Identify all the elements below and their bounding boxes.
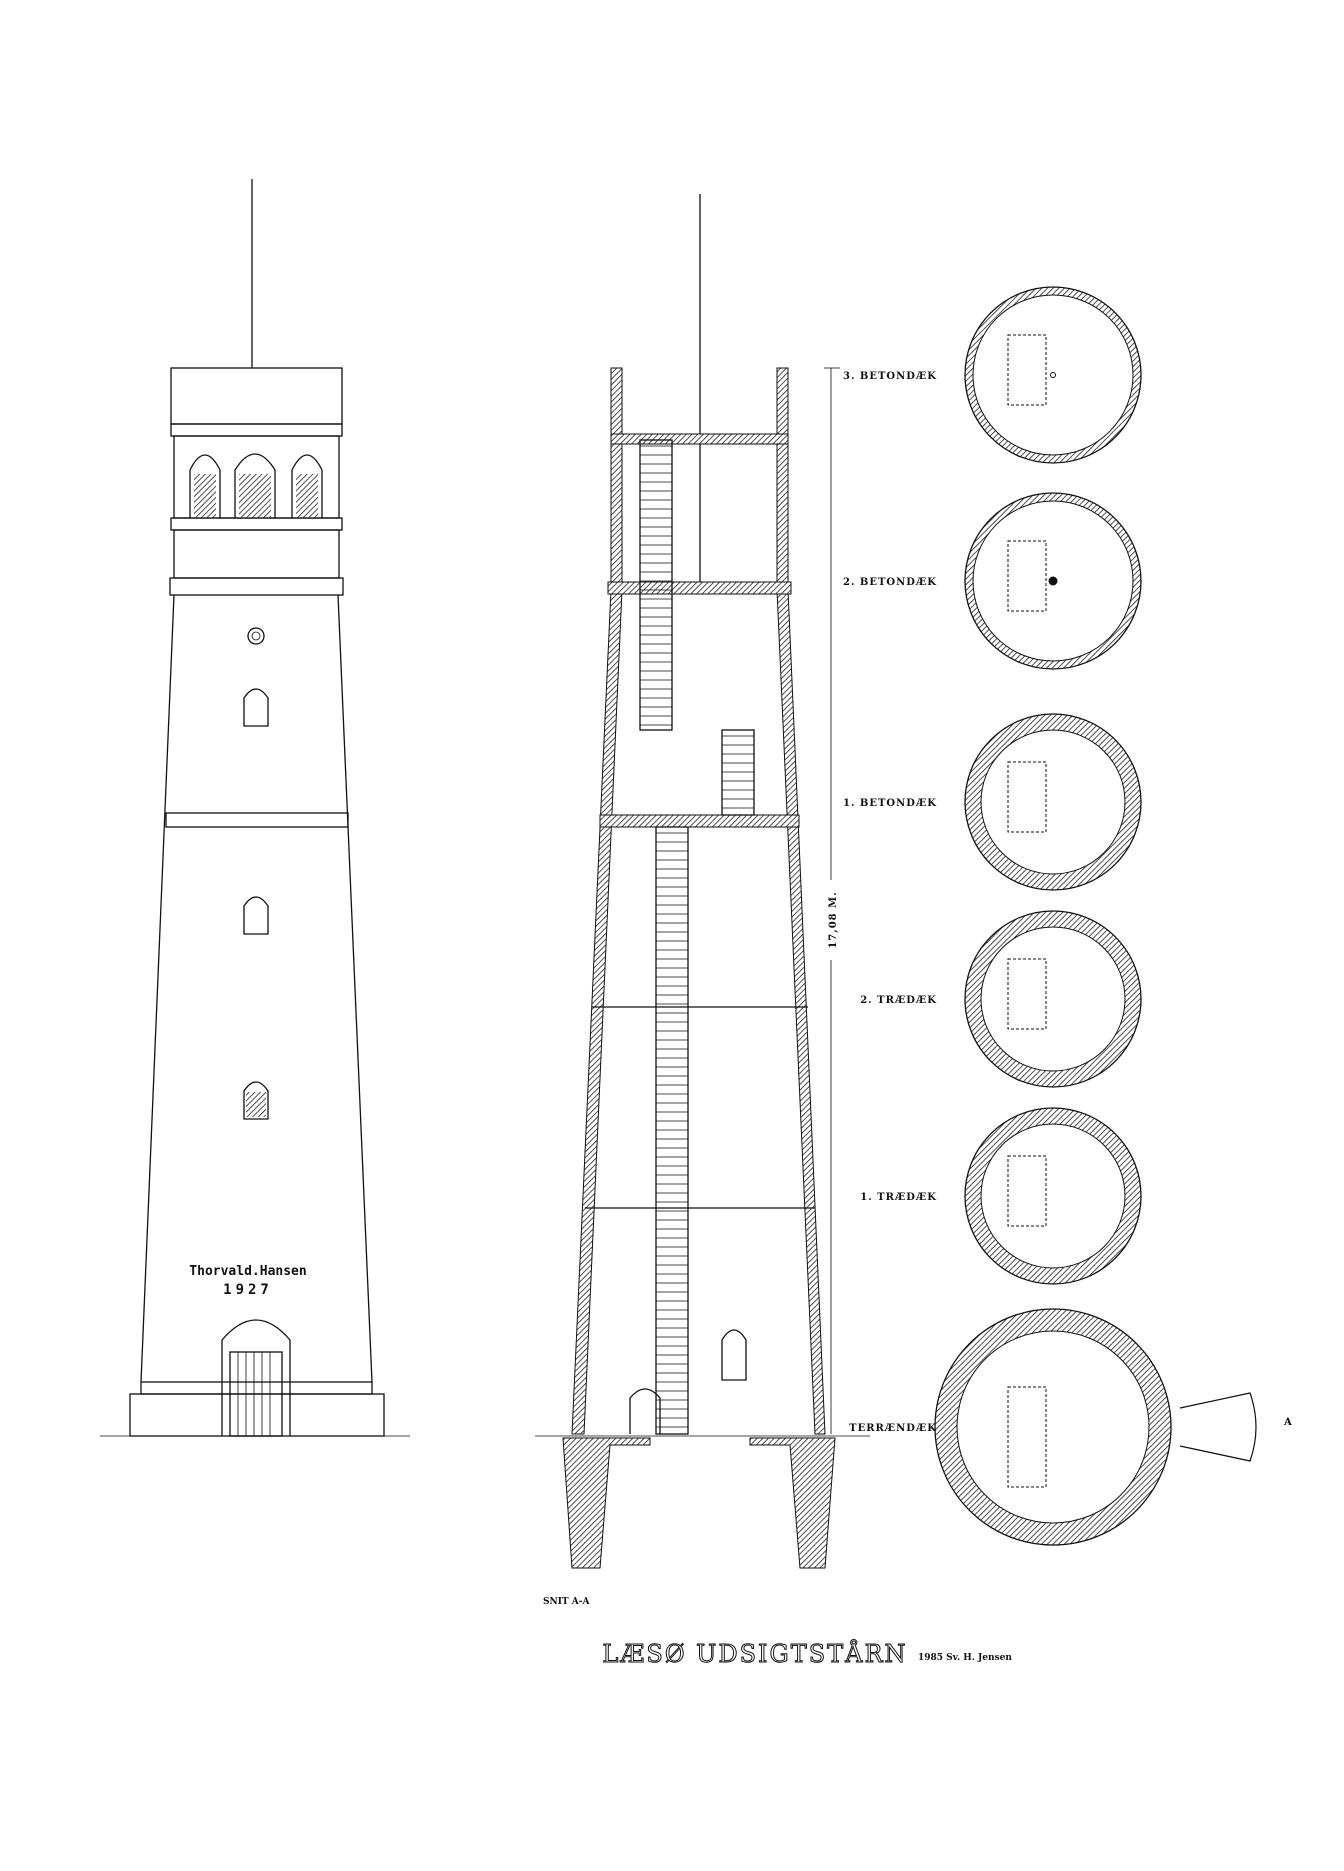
plan-label: 1. TRÆDÆK: [860, 1192, 937, 1203]
plan-outer-wall: [935, 1309, 1171, 1545]
flagpole-point: [1048, 576, 1058, 586]
plan-label: 3. BETONDÆK: [843, 371, 937, 382]
entrance-porch: [1179, 1392, 1257, 1462]
plan-stair: [1007, 1155, 1047, 1227]
plan-label: 2. TRÆDÆK: [860, 995, 937, 1006]
entrance-door: [221, 1319, 291, 1436]
plan-stair: [1007, 540, 1047, 612]
concrete-deck-1: [599, 814, 800, 828]
tower-shaft: [140, 594, 373, 1383]
ladders: [639, 439, 755, 1435]
plan-label: 1. BETONDÆK: [843, 798, 937, 809]
section-door: [629, 1388, 661, 1434]
height-dimension: 17,08 M.: [824, 367, 840, 1434]
plan-4: 2. TRÆDÆK: [860, 910, 1142, 1088]
foundation: [562, 1437, 836, 1569]
round-window: [247, 627, 265, 645]
plan-stair: [1007, 1386, 1047, 1488]
signature: 1985 Sv. H. Jensen: [918, 1653, 1012, 1663]
upper-drum: [173, 529, 340, 579]
parapet: [170, 367, 343, 425]
flagpole-point: [1050, 372, 1056, 378]
plan-3: 1. BETONDÆK: [843, 713, 1142, 891]
plan-5: 1. TRÆDÆK: [860, 1107, 1142, 1285]
section-wall-left: [571, 367, 623, 1435]
plan-outer-wall: [965, 493, 1141, 669]
section-label: SNIT A-A: [543, 1597, 590, 1607]
plan-stair: [1007, 958, 1047, 1030]
floor-plans: 3. BETONDÆK 2. BETONDÆK 1. BETONDÆK 2. T…: [843, 286, 1293, 1546]
mid-band: [165, 812, 349, 828]
cornice-band: [170, 423, 343, 437]
concrete-deck-3: [610, 433, 789, 445]
plinth: [140, 1381, 373, 1395]
arched-windows: [243, 688, 269, 1120]
section-marker: A: [1283, 1417, 1293, 1428]
drawing-title: LÆSØ UDSIGTSTÅRN: [602, 1639, 907, 1668]
plan-6: A TERRÆNDÆK: [849, 1308, 1293, 1546]
plan-outer-wall: [965, 911, 1141, 1087]
band-course: [169, 577, 344, 596]
tower-elevation: Thorvald.Hansen 1927: [100, 179, 410, 1437]
inscription-year: 1927: [223, 1282, 273, 1298]
concrete-deck-2: [607, 581, 792, 595]
plan-stair: [1007, 761, 1047, 833]
plan-1: 3. BETONDÆK: [843, 286, 1142, 464]
inscription-name: Thorvald.Hansen: [189, 1264, 306, 1279]
plan-stair: [1007, 334, 1047, 406]
section-wall-right: [776, 367, 826, 1435]
plan-outer-wall: [965, 1108, 1141, 1284]
arcade-gallery: [173, 435, 340, 519]
plan-label: 2. BETONDÆK: [843, 577, 937, 588]
tower-section: SNIT A-A 17,08 M.: [535, 194, 870, 1607]
plan-label: TERRÆNDÆK: [849, 1423, 937, 1434]
plan-outer-wall: [965, 287, 1141, 463]
section-window: [721, 1329, 747, 1381]
svg-text:17,08 M.: 17,08 M.: [828, 891, 839, 948]
plan-2: 2. BETONDÆK: [843, 492, 1142, 670]
plan-outer-wall: [965, 714, 1141, 890]
